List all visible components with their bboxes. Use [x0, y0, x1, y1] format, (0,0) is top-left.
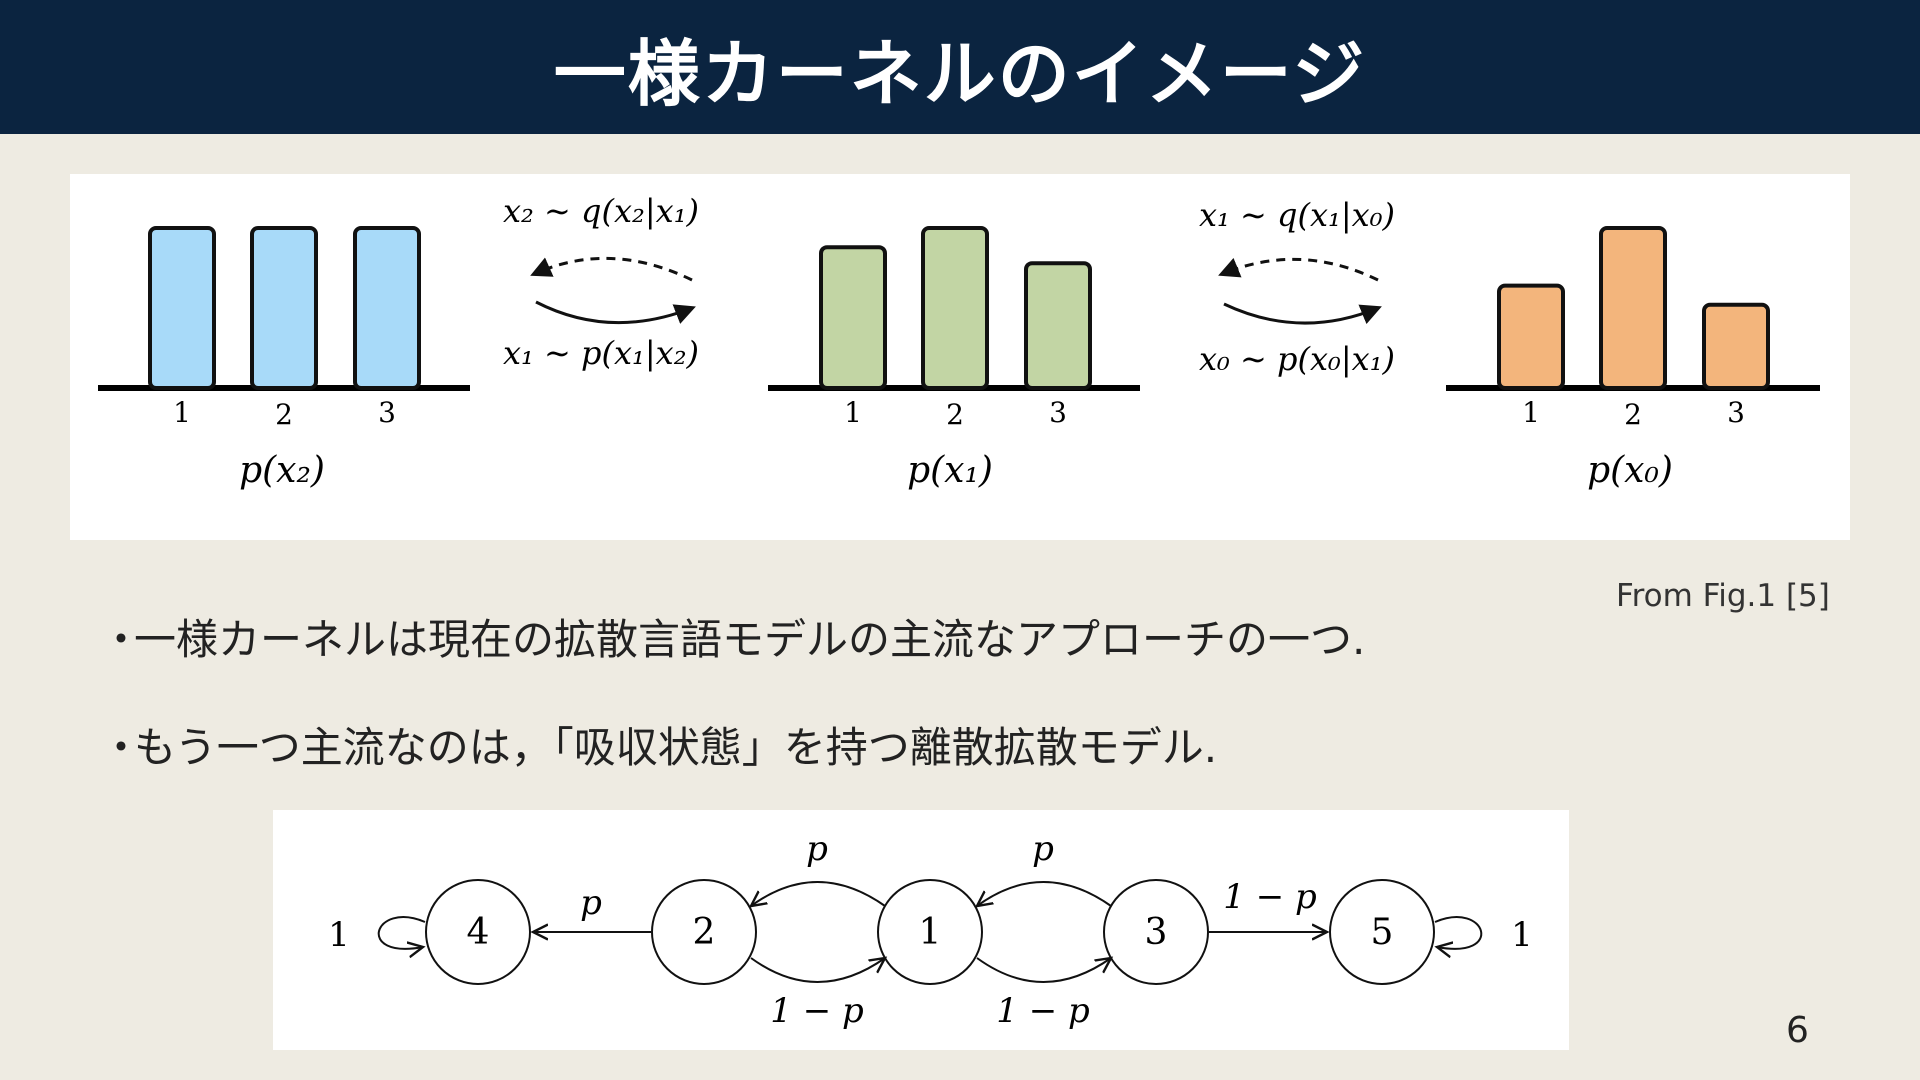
reverse-arrow [1223, 302, 1382, 325]
self-loop-label: 1 [1511, 915, 1533, 955]
figure-source-citation: From Fig.1 [5] [1616, 578, 1830, 614]
reverse-process-label: x₀ ∼ p(x₀|x₁) [1199, 340, 1395, 378]
bar-1 [819, 245, 887, 390]
bullet-marker: ・ [100, 615, 143, 664]
edge-2-to-1 [750, 958, 885, 983]
page-number: 6 [1786, 1010, 1809, 1051]
forward-arrow [530, 256, 693, 282]
state-label: 2 [693, 912, 716, 953]
panel-label: p(x₀) [1587, 450, 1673, 491]
slide-title: 一様カーネルのイメージ [553, 31, 1367, 116]
state-node-5: 5 [1329, 879, 1435, 985]
tick-label: 3 [1049, 396, 1067, 429]
tick-label: 3 [1727, 396, 1745, 429]
bar-1 [1497, 283, 1565, 390]
self-loop-label: 1 [328, 915, 350, 955]
bar-2 [1599, 226, 1667, 390]
bar-2 [250, 226, 318, 390]
forward-process-label: x₂ ∼ q(x₂|x₁) [503, 192, 699, 230]
self-loop-arrow-5 [1435, 916, 1483, 949]
bar-1 [148, 226, 216, 390]
tick-label: 1 [844, 396, 862, 429]
forward-arrow [1218, 257, 1379, 282]
uniform-kernel-figure: 1 2 3 p(x₂) x₂ ∼ q(x₂|x₁) x₁ ∼ p(x₁|x₂) … [70, 174, 1850, 540]
state-node-2: 2 [651, 879, 757, 985]
bar-3 [353, 226, 421, 390]
panel-label: p(x₁) [907, 450, 993, 491]
state-label: 1 [919, 912, 942, 953]
tick-label: 1 [1522, 396, 1540, 429]
edge-3-to-1 [977, 881, 1112, 906]
forward-process-label: x₁ ∼ q(x₁|x₀) [1199, 196, 1395, 234]
distribution-panel-x2: 1 2 3 p(x₂) [98, 226, 470, 491]
self-loop-arrow-4 [377, 916, 425, 949]
tick-label: 2 [946, 398, 964, 431]
bullet-marker: ・ [100, 723, 143, 772]
tick-label: 1 [173, 396, 191, 429]
state-node-4: 4 [425, 879, 531, 985]
transition-x1-x0: x₁ ∼ q(x₁|x₀) x₀ ∼ p(x₀|x₁) [1199, 196, 1395, 378]
reverse-process-label: x₁ ∼ p(x₁|x₂) [503, 334, 699, 372]
distribution-panel-x1: 1 2 3 p(x₁) [768, 226, 1140, 491]
transition-x2-x1: x₂ ∼ q(x₂|x₁) x₁ ∼ p(x₁|x₂) [503, 192, 699, 372]
edge-label: 1 − p [770, 991, 864, 1031]
edge-label: 1 − p [996, 991, 1090, 1031]
edge-label: 1 − p [1223, 877, 1317, 917]
edge-label: p [806, 829, 828, 869]
tick-label: 2 [1624, 398, 1642, 431]
edge-label: p [1032, 829, 1054, 869]
bullet-text: 一様カーネルは現在の拡散言語モデルの主流なアプローチの一つ. [134, 615, 1366, 664]
distribution-panel-x0: 1 2 3 p(x₀) [1446, 226, 1820, 491]
bullet-text: もう一つ主流なのは，「吸収状態」を持つ離散拡散モデル. [134, 723, 1218, 772]
bar-3 [1702, 302, 1770, 390]
edge-label: p [580, 883, 602, 923]
state-label: 3 [1145, 912, 1168, 953]
title-bar: 一様カーネルのイメージ [0, 0, 1920, 134]
reverse-arrow [535, 300, 696, 325]
bar-3 [1024, 261, 1092, 390]
edge-1-to-3 [976, 958, 1111, 983]
state-label: 4 [467, 912, 490, 953]
edge-1-to-2 [751, 881, 886, 906]
bullet-item: ・もう一つ主流なのは，「吸収状態」を持つ離散拡散モデル. [100, 714, 1217, 775]
absorbing-state-chain-diagram: 4 2 1 3 5 1 1 p p 1 − p [273, 810, 1569, 1050]
state-label: 5 [1371, 912, 1394, 953]
bar-2 [921, 226, 989, 390]
tick-label: 3 [378, 396, 396, 429]
state-node-1: 1 [877, 879, 983, 985]
tick-label: 2 [275, 398, 293, 431]
bullet-item: ・一様カーネルは現在の拡散言語モデルの主流なアプローチの一つ. [100, 606, 1365, 667]
panel-label: p(x₂) [239, 450, 325, 491]
state-node-3: 3 [1103, 879, 1209, 985]
